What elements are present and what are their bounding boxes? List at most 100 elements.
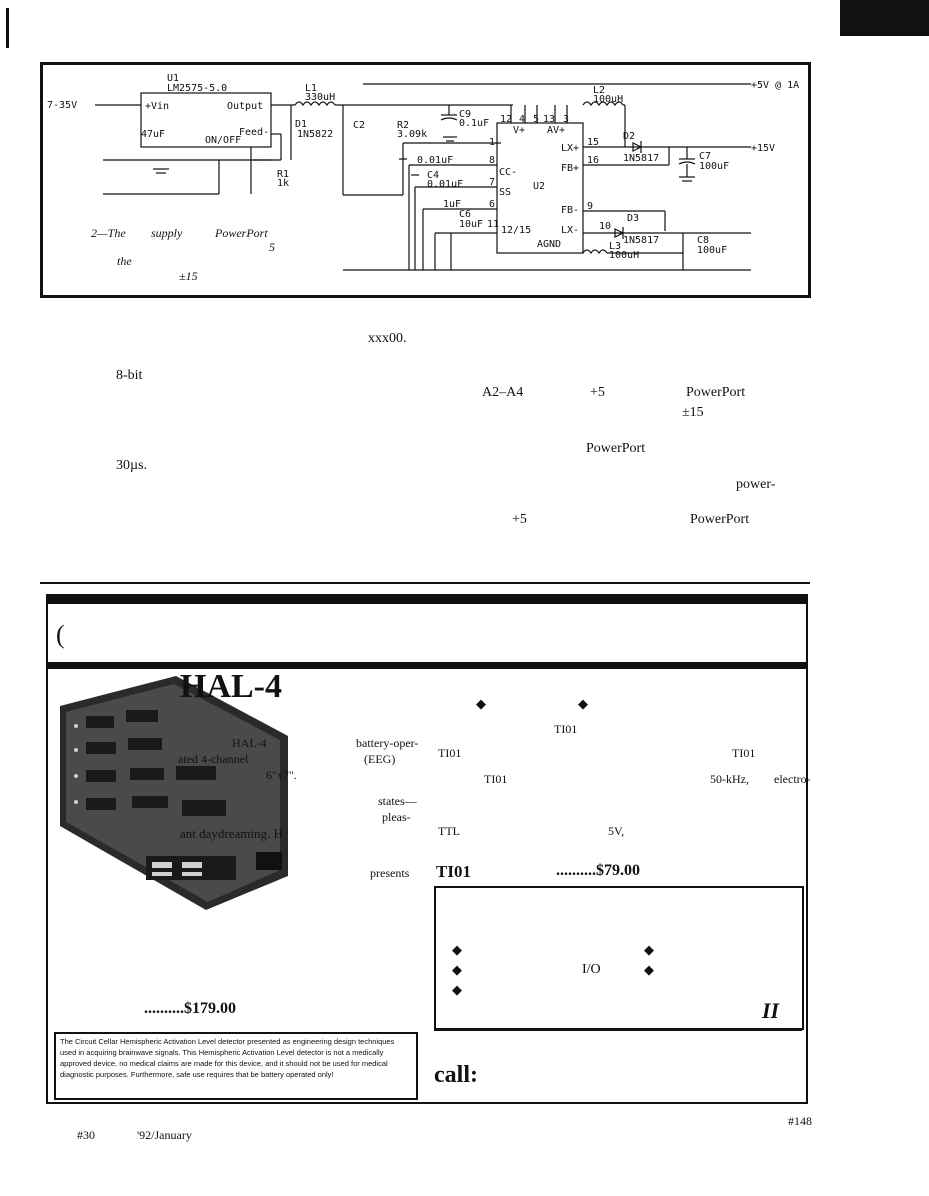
d2-ref: D2 [623, 131, 635, 142]
bullet-diamond-2: ◆ [578, 696, 588, 711]
c4-value: 0.01uF [427, 179, 463, 190]
u2-ss: SS [499, 187, 511, 198]
onoff-pin-label: ON/OFF [205, 135, 241, 146]
ad-band [48, 662, 806, 669]
body-frag-8: 30µs. [116, 458, 148, 473]
l2-ref: L2 [593, 85, 605, 96]
ad-paren-mark: ( [56, 620, 65, 649]
u2-pin-15: 15 [587, 137, 599, 148]
u2-pin-3: 3 [563, 114, 569, 125]
hal4-text-4: states— [378, 794, 417, 808]
advertisement: ( HAL-4 HAL-4 battery-oper [46, 594, 811, 1104]
hal4-text-1b: battery-oper- [356, 736, 419, 750]
u1-ref: U1 [167, 73, 179, 84]
u2-pin-9: 9 [587, 201, 593, 212]
d1-ref: D1 [295, 119, 307, 130]
cap-47uf-label: 47uF [141, 129, 165, 140]
feature-io-label: I/O [582, 962, 601, 977]
ti01-price-label: TI01 [436, 862, 471, 881]
output-pin-label: Output [227, 101, 263, 112]
c8-value: 100uF [697, 245, 727, 256]
r2-value: 3.09k [397, 129, 427, 140]
c9-value: 0.1uF [459, 118, 489, 129]
feature-box: ◆ ◆ ◆ I/O ◆ ◆ [434, 886, 804, 1030]
feature-diamond-2: ◆ [644, 942, 654, 957]
ad-top-bar [48, 596, 806, 604]
u2-pin-1: 1 [489, 137, 495, 148]
r1-value: 1k [277, 178, 289, 189]
u2-pin-10: 10 [599, 221, 611, 232]
body-frag-7: PowerPort [586, 441, 646, 456]
feature-box-rule [434, 1028, 802, 1031]
footer-reader-service-number: #148 [788, 1114, 812, 1128]
ti01-text-2b: TI01 [732, 746, 756, 760]
ti01-price: ..........$79.00 [556, 862, 640, 879]
d2-part: 1N5817 [623, 153, 659, 164]
c8-ref: C8 [697, 235, 709, 246]
vin-range-label: 7-35V [47, 100, 77, 111]
medical-disclaimer: The Circuit Cellar Hemispheric Activatio… [54, 1032, 418, 1100]
vin-pin-label: +Vin [145, 101, 169, 112]
hal4-text-1a: HAL-4 [232, 736, 267, 750]
hal4-text-5: pleas- [382, 810, 411, 824]
d1-part: 1N5822 [297, 129, 333, 140]
d3-part: 1N5817 [623, 235, 659, 246]
l3-ref: L3 [609, 241, 621, 252]
ti01-text-2a: TI01 [438, 746, 462, 760]
u2-pin-6: 6 [489, 199, 495, 210]
u2-ref: U2 [533, 181, 545, 192]
footer-issue-date: '92/January [137, 1128, 192, 1142]
u2-fbplus: FB+ [561, 163, 579, 174]
u2-pin-16: 16 [587, 155, 599, 166]
u2-pin-11: 11 [487, 219, 499, 230]
u2-pin-4: 4 [519, 114, 525, 125]
out-15v-label: +15V [751, 143, 775, 154]
body-frag-6: ±15 [682, 405, 704, 420]
caption-frag-1: 2—The [91, 226, 126, 240]
u2-fbminus: FB- [561, 205, 579, 216]
r2-ref: R2 [397, 120, 409, 131]
c2-ref: C2 [353, 120, 365, 131]
u2-agnd: AGND [537, 239, 561, 250]
caption-frag-2: supply [151, 226, 183, 240]
c5-value: 1uF [443, 199, 461, 210]
body-frag-11: PowerPort [690, 512, 750, 527]
u2-ccminus: CC- [499, 167, 517, 178]
u2-pin-7: 7 [489, 177, 495, 188]
c7-ref: C7 [699, 151, 711, 162]
u2-avplus: AV+ [547, 125, 565, 136]
body-frag-1: xxx00. [368, 331, 407, 346]
u2-vplus: V+ [513, 125, 525, 136]
c3-value: 0.01uF [417, 155, 453, 166]
c4-ref: C4 [427, 170, 439, 181]
feature-diamond-4: ◆ [644, 962, 654, 977]
r1-ref: R1 [277, 169, 289, 180]
footer-issue: #30 '92/January [40, 1128, 192, 1143]
u2-pin-12: 12 [500, 114, 512, 125]
d3-ref: D3 [627, 213, 639, 224]
hal4-text-3: 6"x7". [266, 768, 297, 782]
caption-frag-3: PowerPort [214, 226, 268, 240]
schematic-svg: U1 LM2575-5.0 L1 330uH +5V @ 1A 7-35V +V… [47, 73, 799, 283]
bullet-diamond-1: ◆ [476, 696, 486, 711]
c7-value: 100uF [699, 161, 729, 172]
l1-ref: L1 [305, 83, 317, 94]
l2-value: 100uH [593, 94, 623, 105]
caption-frag-4: 5 [269, 240, 275, 254]
roman-numeral-ii: II [762, 998, 780, 1023]
body-frag-3: A2–A4 [482, 385, 524, 400]
hal4-title: HAL-4 [180, 668, 282, 705]
schematic-figure: U1 LM2575-5.0 L1 330uH +5V @ 1A 7-35V +V… [40, 62, 811, 298]
hal4-text-6: ant daydreaming. H [180, 826, 283, 841]
ti01-text-4b: 5V, [608, 824, 625, 838]
margin-bar [6, 8, 9, 48]
footer-issue-number: #30 [77, 1128, 95, 1142]
u2-lxplus: LX+ [561, 143, 579, 154]
c6-value: 10uF [459, 219, 483, 230]
ti01-text-3b: 50-kHz, [710, 772, 749, 786]
l1-value: 330uH [305, 92, 335, 103]
u2-pin-5: 5 [533, 114, 539, 125]
ti01-text-1: TI01 [554, 722, 578, 736]
corner-thumb-tab [840, 0, 929, 36]
hal4-board-photo [60, 676, 288, 910]
